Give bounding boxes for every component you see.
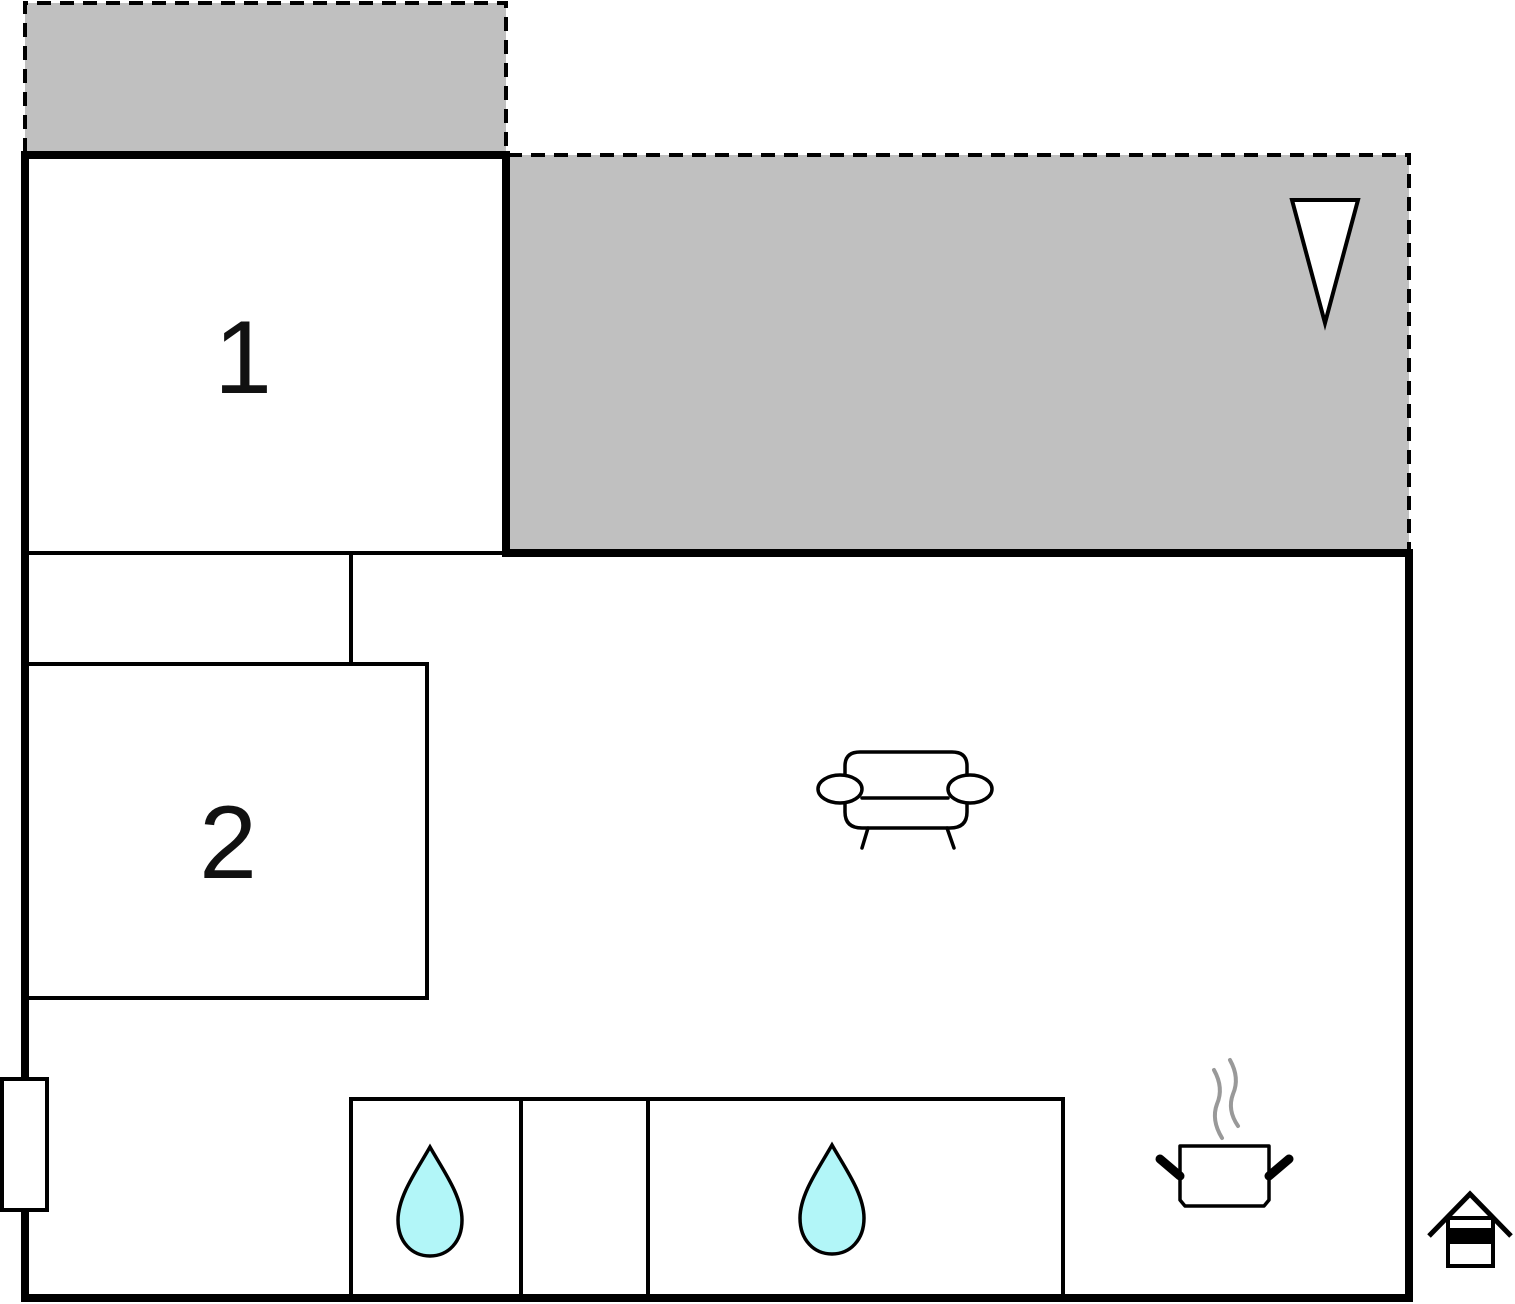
terrace-right [506, 155, 1409, 553]
terrace-top-left [25, 3, 506, 155]
interior-walls [23, 551, 1065, 1300]
outer-walls [21, 151, 1413, 1302]
terrace-right-outline [508, 153, 1411, 550]
room-2-label: 2 [199, 785, 257, 901]
room-1-label: 1 [214, 300, 272, 416]
sofa-icon [816, 750, 994, 850]
steam-icon [1212, 1058, 1240, 1140]
kitchen-counter [349, 1097, 1065, 1300]
water-drop-icon [798, 1141, 866, 1256]
window [0, 1077, 49, 1212]
terrace-areas [23, 1, 1411, 553]
room-2-walls [23, 662, 429, 1000]
water-drop-icon [396, 1143, 464, 1258]
cooking-pot-icon [1155, 1058, 1294, 1208]
north-arrow-icon [1289, 198, 1361, 331]
terrace-top-left-outline [23, 1, 508, 152]
entrance-house-icon [1427, 1190, 1513, 1268]
